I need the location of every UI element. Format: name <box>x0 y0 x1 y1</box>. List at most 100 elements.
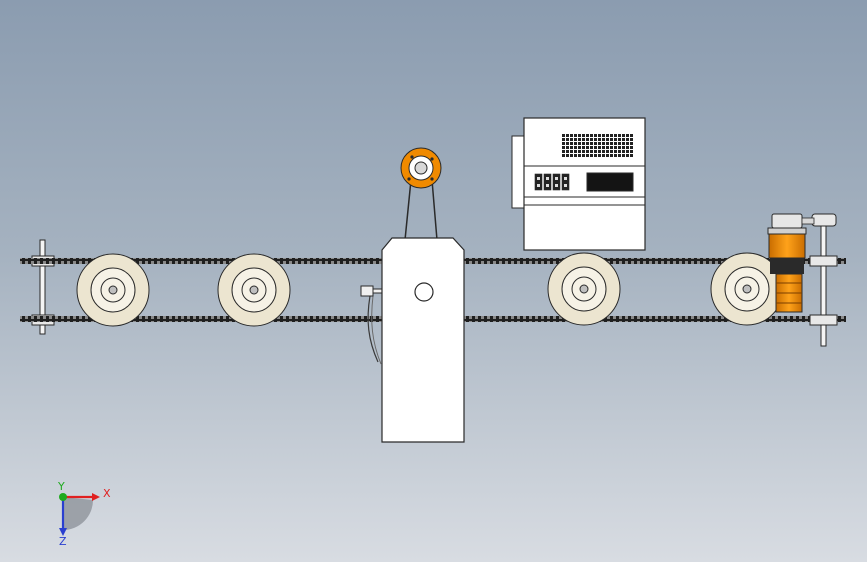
coordinate-triad[interactable]: X Y Z <box>57 480 111 548</box>
vent-slot <box>566 154 569 157</box>
vent-slot <box>586 150 589 153</box>
vent-slot <box>618 134 621 137</box>
vent-slot <box>562 150 565 153</box>
vent-slot <box>574 142 577 145</box>
vent-slot <box>582 146 585 149</box>
vent-slot <box>590 154 593 157</box>
vent-slot <box>578 138 581 141</box>
vent-slot <box>594 134 597 137</box>
vent-slot <box>598 146 601 149</box>
vent-slot <box>622 146 625 149</box>
vent-slot <box>574 154 577 157</box>
vent-slot <box>614 134 617 137</box>
vent-slot <box>586 138 589 141</box>
vent-slot <box>618 154 621 157</box>
vent-slot <box>622 134 625 137</box>
vent-slot <box>626 142 629 145</box>
vent-slot <box>562 138 565 141</box>
sensor-cable[interactable] <box>360 285 384 365</box>
vent-slot <box>610 138 613 141</box>
vent-slot <box>582 142 585 145</box>
vent-slot <box>626 146 629 149</box>
vent-slot <box>606 138 609 141</box>
vent-slot <box>582 154 585 157</box>
vent-slot <box>566 142 569 145</box>
vent-slot <box>562 154 565 157</box>
vent-slot <box>578 154 581 157</box>
right-end-shaft[interactable] <box>809 213 838 347</box>
vent-slot <box>586 134 589 137</box>
vent-slot <box>630 142 633 145</box>
vent-slot <box>602 138 605 141</box>
vent-slot <box>586 142 589 145</box>
vent-slot <box>630 150 633 153</box>
vent-slot <box>570 146 573 149</box>
vent-slot <box>598 134 601 137</box>
vent-slot <box>578 150 581 153</box>
vent-slot <box>622 150 625 153</box>
vent-slot <box>610 146 613 149</box>
vent-slot <box>594 138 597 141</box>
center-housing[interactable] <box>381 237 465 443</box>
vent-slot <box>626 150 629 153</box>
top-pulley[interactable] <box>400 147 442 189</box>
drive-motor[interactable] <box>767 213 807 313</box>
vent-slot <box>618 150 621 153</box>
display-screen <box>586 172 634 192</box>
vent-slot <box>614 154 617 157</box>
vent-slot <box>582 150 585 153</box>
vent-slot <box>594 146 597 149</box>
vent-slot <box>610 154 613 157</box>
vent-slot <box>594 154 597 157</box>
vent-slot <box>574 138 577 141</box>
vent-slot <box>590 142 593 145</box>
vent-slot <box>566 134 569 137</box>
vent-slot <box>618 138 621 141</box>
wheel-2[interactable] <box>217 253 291 327</box>
vent-slot <box>570 134 573 137</box>
vent-slot <box>602 142 605 145</box>
x-axis-label: X <box>103 487 111 500</box>
housing-port <box>414 282 434 302</box>
vent-slot <box>582 138 585 141</box>
y-axis-label: Y <box>57 480 65 493</box>
vent-slot <box>602 154 605 157</box>
control-cabinet[interactable] <box>511 117 646 251</box>
vent-slot <box>606 150 609 153</box>
vent-slot <box>622 154 625 157</box>
vent-slot <box>610 134 613 137</box>
wheel-4[interactable] <box>710 252 784 326</box>
vent-slot <box>566 146 569 149</box>
vent-slot <box>570 142 573 145</box>
vent-slot <box>606 146 609 149</box>
drive-belt[interactable] <box>404 179 438 241</box>
vent-slot <box>598 150 601 153</box>
vent-slot <box>598 138 601 141</box>
vent-slot <box>578 134 581 137</box>
vent-slot <box>570 154 573 157</box>
vent-slot <box>626 154 629 157</box>
vent-slot <box>594 142 597 145</box>
wheel-3[interactable] <box>547 252 621 326</box>
vent-slot <box>590 150 593 153</box>
z-axis-label: Z <box>59 535 67 548</box>
vent-slot <box>622 142 625 145</box>
vent-slot <box>586 146 589 149</box>
vent-slot <box>614 138 617 141</box>
vent-slot <box>566 138 569 141</box>
vent-slot <box>630 138 633 141</box>
vent-slot <box>602 134 605 137</box>
wheel-1[interactable] <box>76 253 150 327</box>
vent-slot <box>590 134 593 137</box>
vent-slot <box>574 134 577 137</box>
vent-slot <box>574 150 577 153</box>
button-bank[interactable] <box>534 173 570 191</box>
vent-slot <box>570 150 573 153</box>
vent-slot <box>622 138 625 141</box>
vent-slot <box>606 134 609 137</box>
vent-slot <box>590 138 593 141</box>
vent-slot <box>606 154 609 157</box>
vent-slot <box>582 134 585 137</box>
